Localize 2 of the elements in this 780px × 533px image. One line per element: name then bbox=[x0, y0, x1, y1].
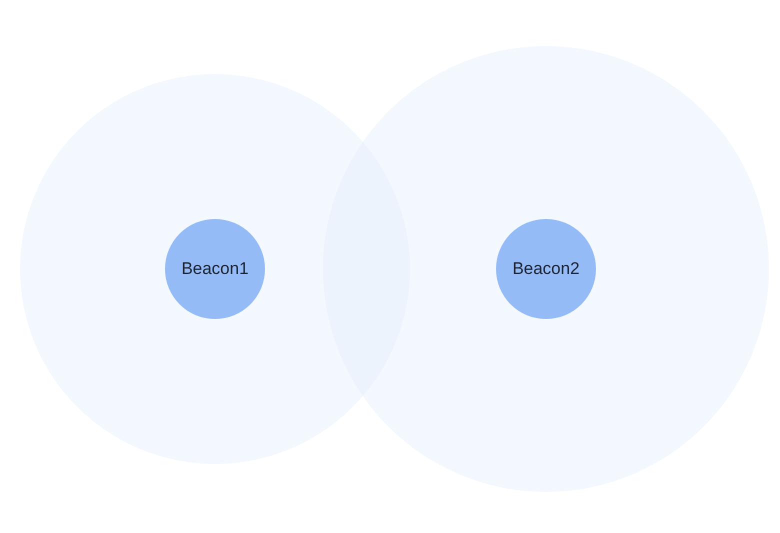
beacon-circle: Beacon1 bbox=[165, 219, 265, 319]
beacon-circle: Beacon2 bbox=[496, 219, 596, 319]
